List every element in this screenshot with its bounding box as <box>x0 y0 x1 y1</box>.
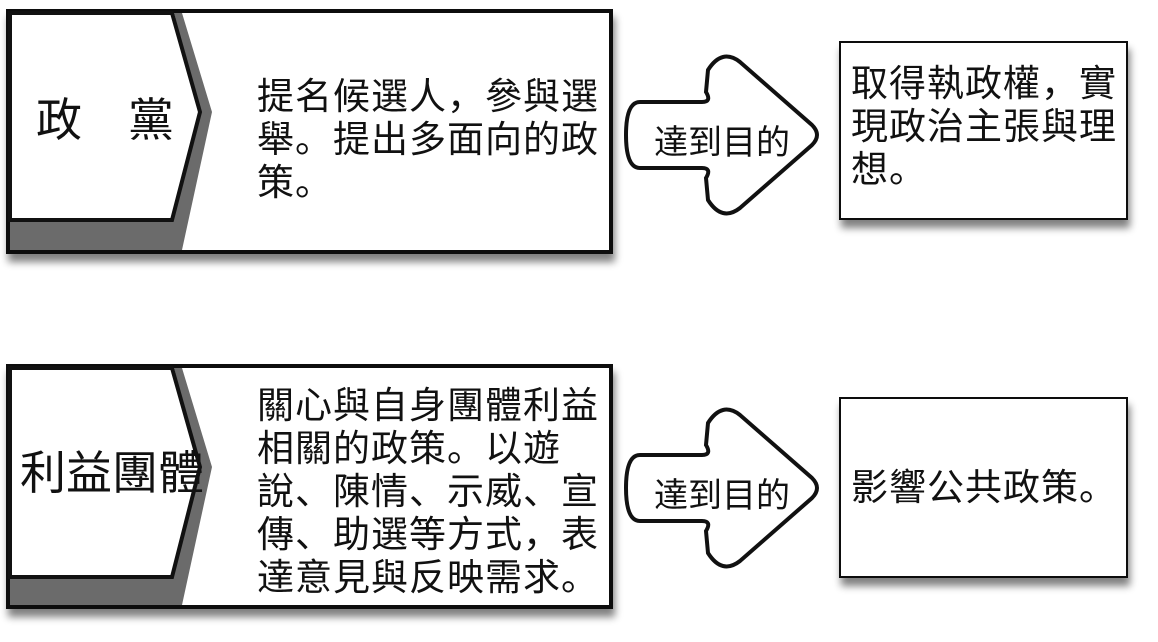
row2-means-text: 關心與自身團體利益 相關的政策。以遊 說、陳情、示威、宣 傳、助選等方式，表 達… <box>257 384 599 599</box>
row2-goal-text: 影響公共政策。 <box>851 466 1117 509</box>
row2-means-box <box>6 364 613 609</box>
row1-subject-label: 政 黨 <box>36 93 174 147</box>
row1-subject-pentagon <box>8 11 203 222</box>
row1-goal-text: 取得執政權，實 現政治主張與理 想。 <box>851 62 1117 191</box>
row1-goal-box <box>839 41 1128 220</box>
row2-arrow-label: 達到目的 <box>654 476 790 516</box>
row2-goal-box <box>839 397 1128 578</box>
row2-subject-pentagon <box>8 366 203 579</box>
row1-means-box <box>6 9 613 254</box>
row1-arrow-shape <box>623 54 819 216</box>
row2-arrow-shape <box>623 407 819 569</box>
row1-means-text: 提名候選人，參與選 舉。提出多面向的政 策。 <box>257 75 599 204</box>
row1-arrow-label: 達到目的 <box>654 123 790 163</box>
row2-subject-label: 利益團體 <box>20 446 204 500</box>
